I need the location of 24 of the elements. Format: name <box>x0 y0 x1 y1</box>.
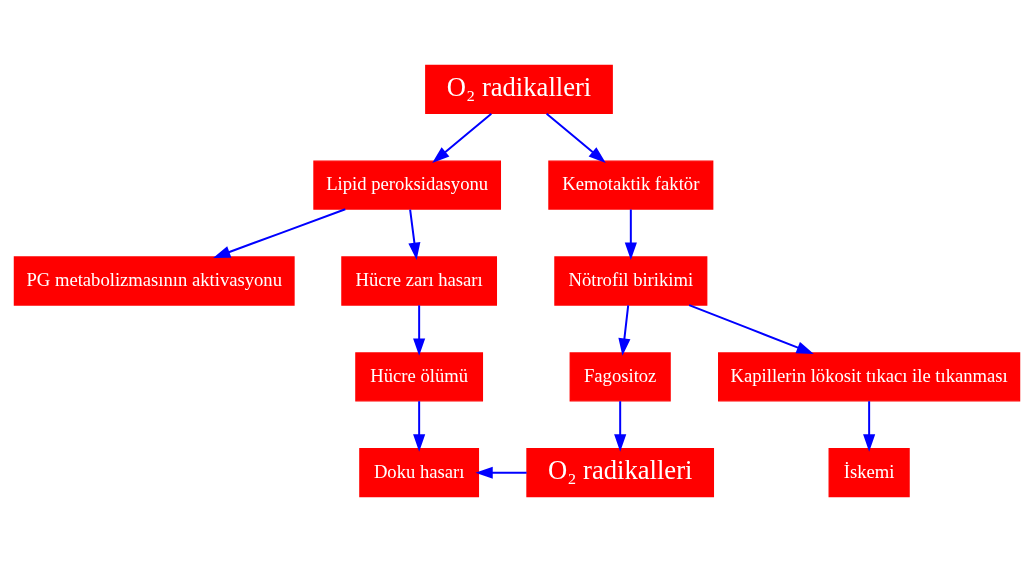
node-box: O₂ radikalleri <box>425 64 613 114</box>
arrow <box>408 208 421 260</box>
node-box: Kemotaktik faktör <box>548 160 714 210</box>
node-box: Nötrofil birikimi <box>554 255 708 306</box>
node-box: Kapillerin lökosit tıkacı ile tıkanması <box>718 351 1021 401</box>
arrow <box>688 303 814 354</box>
arrow <box>618 303 631 356</box>
arrow <box>863 399 876 452</box>
arrow <box>413 303 426 356</box>
node-box: Hücre ölümü <box>355 351 484 401</box>
arrow <box>624 208 637 260</box>
arrow <box>545 112 606 163</box>
node-box: Fagositoz <box>569 351 671 401</box>
arrow <box>475 466 528 479</box>
node-box: Doku hasarı <box>359 447 480 497</box>
arrow <box>213 207 347 258</box>
arrow <box>432 112 493 163</box>
node-box: Lipid peroksidasyonu <box>313 160 502 210</box>
node-box: PG metabolizmasının aktivasyonu <box>13 255 295 306</box>
node-box: İskemi <box>828 447 910 497</box>
arrow <box>614 399 627 452</box>
node-box: Hücre zarı hasarı <box>341 255 498 306</box>
node-box: O₂ radikalleri <box>526 447 715 497</box>
arrow <box>413 399 426 452</box>
